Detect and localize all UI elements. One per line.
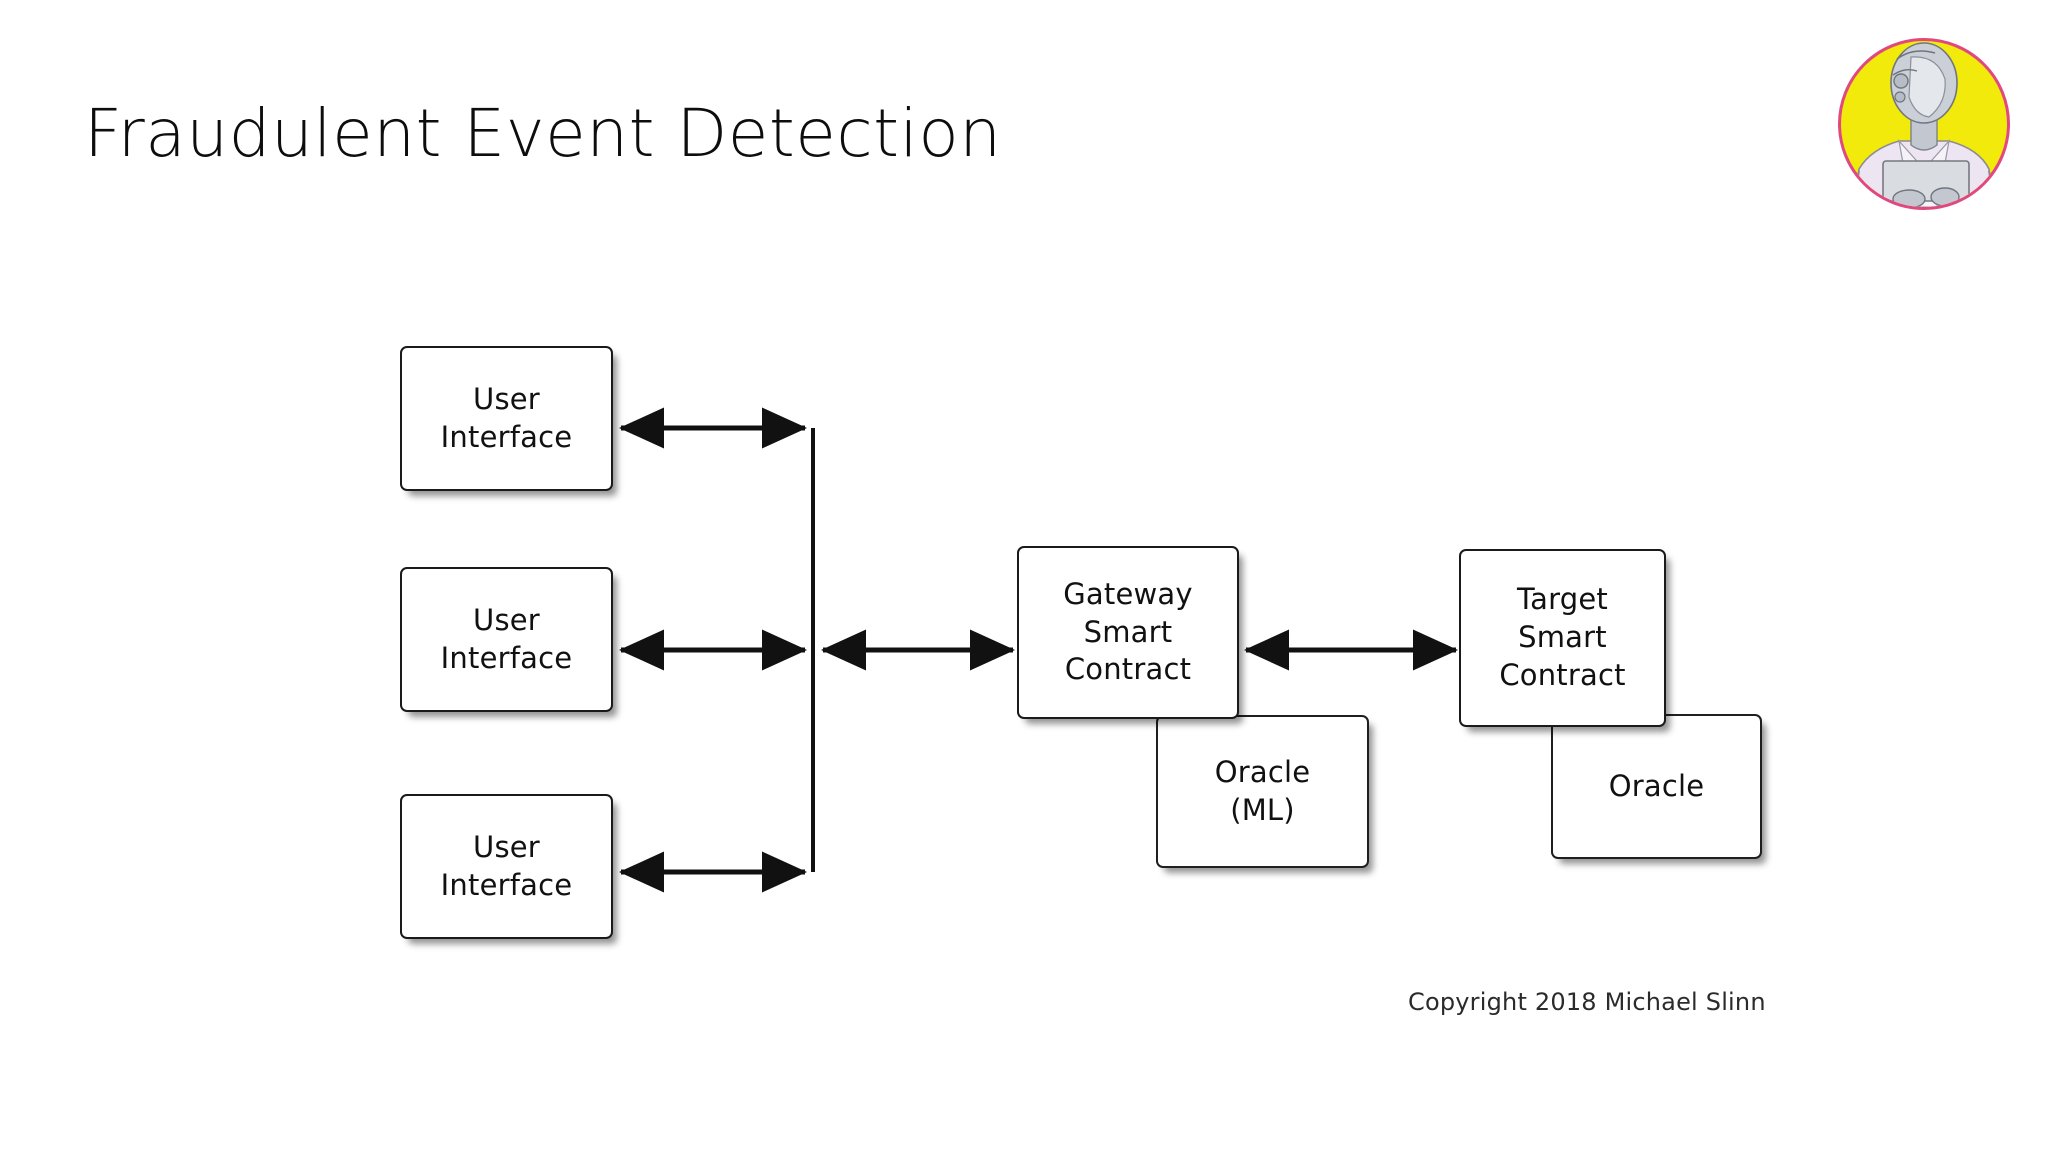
node-target-smart-contract[interactable]: Target Smart Contract <box>1459 549 1666 727</box>
node-oracle-label: Oracle <box>1608 768 1705 803</box>
page-title: Fraudulent Event Detection <box>84 95 1002 172</box>
node-user-interface-2-label: User Interface <box>440 602 573 675</box>
node-oracle-ml[interactable]: Oracle (ML) <box>1156 715 1369 868</box>
node-user-interface-1[interactable]: User Interface <box>400 346 613 491</box>
robot-avatar-logo <box>1838 38 2010 210</box>
node-oracle-ml-label: Oracle (ML) <box>1214 754 1311 827</box>
logo-disc <box>1838 38 2010 210</box>
robot-figure-icon <box>1854 42 1994 207</box>
node-oracle[interactable]: Oracle <box>1551 714 1762 859</box>
node-gateway-smart-contract[interactable]: Gateway Smart Contract <box>1017 546 1239 719</box>
node-gateway-smart-contract-label: Gateway Smart Contract <box>1063 576 1193 687</box>
node-user-interface-1-label: User Interface <box>440 381 573 454</box>
node-user-interface-3[interactable]: User Interface <box>400 794 613 939</box>
node-user-interface-2[interactable]: User Interface <box>400 567 613 712</box>
copyright-notice: Copyright 2018 Michael Slinn <box>1408 988 1766 1016</box>
node-user-interface-3-label: User Interface <box>440 829 573 902</box>
node-target-smart-contract-label: Target Smart Contract <box>1499 582 1626 692</box>
